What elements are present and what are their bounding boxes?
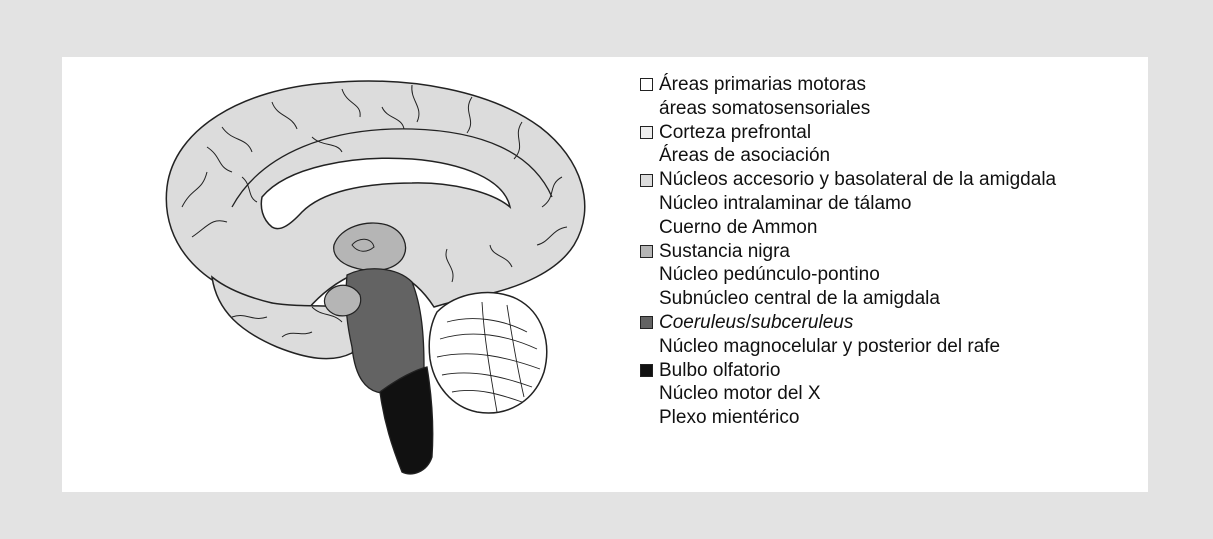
legend-subitem: Cuerno de Ammon <box>640 216 1140 240</box>
cerebellum <box>428 291 548 414</box>
cortex-gyri <box>181 84 568 338</box>
legend-swatch <box>640 125 653 139</box>
legend-text: Áreas primarias motoras <box>659 74 866 95</box>
legend-swatch <box>640 244 653 258</box>
legend-item: Núcleos accesorio y basolateral de la am… <box>640 168 1140 192</box>
legend-text: Sustancia nigra <box>659 240 790 262</box>
legend-text: Subnúcleo central de la amigdala <box>659 288 940 310</box>
legend-text: Cuerno de Ammon <box>659 216 818 238</box>
thalamus <box>333 222 407 272</box>
legend-text: Bulbo olfatorio <box>659 359 781 381</box>
legend-subitem: Áreas de asociación <box>640 144 1140 168</box>
legend-item: Áreas primarias motoras <box>640 73 1140 97</box>
brain-sagittal-diagram <box>165 80 586 475</box>
legend-swatch <box>640 363 653 377</box>
legend-text: Núcleo motor del X <box>659 383 821 405</box>
legend-subitem: áreas somatosensoriales <box>640 97 1140 121</box>
legend-swatch <box>640 316 653 330</box>
legend-subitem: Subnúcleo central de la amigdala <box>640 287 1140 311</box>
amygdala <box>323 284 362 317</box>
legend-subitem: Núcleo pedúnculo-pontino <box>640 263 1140 287</box>
legend-subitem: Núcleo motor del X <box>640 382 1140 406</box>
legend-subitem: Núcleo intralaminar de tálamo <box>640 192 1140 216</box>
legend-swatch <box>640 78 653 92</box>
legend-text: áreas somatosensoriales <box>659 97 871 119</box>
legend-item: Bulbo olfatorio <box>640 359 1140 383</box>
legend-text: Núcleo magnocelular y posterior del rafe <box>659 335 1001 357</box>
legend-text: Núcleos accesorio y basolateral de la am… <box>659 169 1057 191</box>
legend-subitem: Núcleo magnocelular y posterior del rafe <box>640 335 1140 359</box>
legend-text: Corteza prefrontal <box>659 121 812 143</box>
legend-text: Núcleo pedúnculo-pontino <box>659 264 880 286</box>
legend-group: Núcleos accesorio y basolateral de la am… <box>640 168 1140 239</box>
cingulate-sulcus <box>231 128 553 208</box>
legend-text: Núcleo intralaminar de tálamo <box>659 192 912 214</box>
cerebellum-folia <box>436 301 541 413</box>
legend-swatch <box>640 173 653 187</box>
legend-item: Sustancia nigra <box>640 240 1140 264</box>
legend-subitem: Plexo mientérico <box>640 406 1140 430</box>
legend-item: Corteza prefrontal <box>640 121 1140 145</box>
corpus-callosum <box>260 157 512 230</box>
legend-text: Áreas de asociación <box>659 145 831 167</box>
medulla <box>379 366 434 475</box>
legend-text: Plexo mientérico <box>659 407 800 429</box>
legend-item: Coeruleus/subceruleus <box>640 311 1140 335</box>
thalamus-detail <box>351 238 375 252</box>
legend-text: Coeruleus/subceruleus <box>659 311 854 333</box>
